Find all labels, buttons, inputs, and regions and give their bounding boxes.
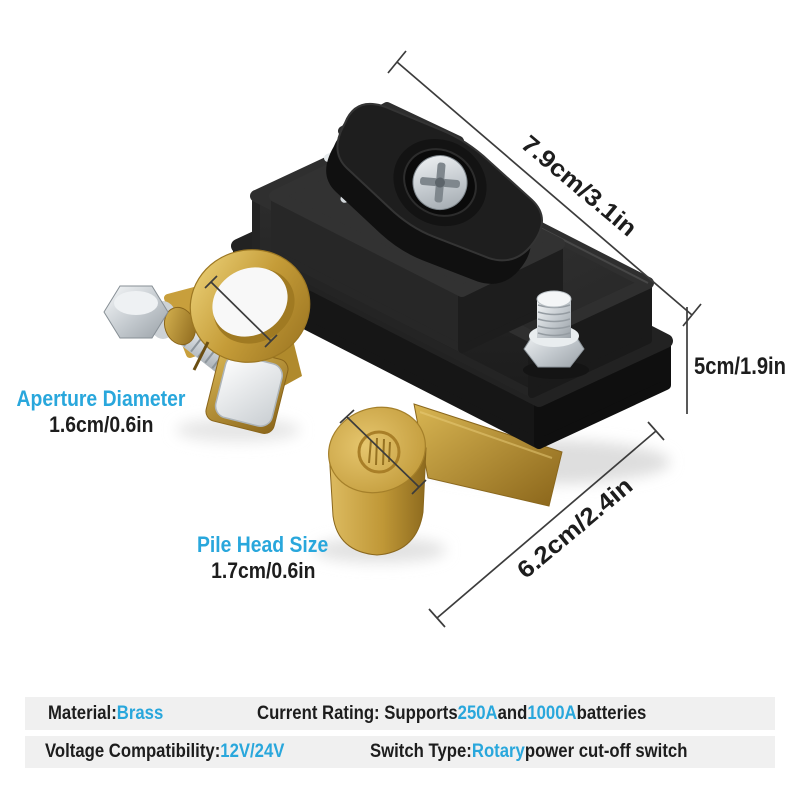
- chrome-stud: [523, 290, 589, 379]
- rotary-knob: [326, 102, 543, 284]
- pile-head-size-label: Pile Head Size: [197, 532, 329, 557]
- dimension-line-length: [387, 50, 702, 327]
- phillips-screw-icon: [412, 155, 468, 211]
- spec-bar-2: Voltage Compatibility: 12V/24V Switch Ty…: [25, 736, 775, 768]
- dimension-line-width: [428, 421, 665, 628]
- spec-material: Material: Brass: [48, 702, 164, 724]
- callout-aperture-diameter: Aperture Diameter 1.6cm/0.6in: [0, 386, 202, 438]
- pile-head-size-value: 1.7cm/0.6in: [210, 558, 316, 583]
- spec-switch-type: Switch Type: Rotary power cut-off switch: [370, 741, 688, 762]
- spec-bar-1: Material: Brass Current Rating: Supports…: [25, 697, 775, 730]
- dimension-line-aperture: [204, 275, 278, 348]
- aperture-diameter-value: 1.6cm/0.6in: [48, 412, 154, 437]
- callout-pile-head-size: Pile Head Size 1.7cm/0.6in: [162, 532, 364, 584]
- dimension-label-height: 5cm/1.9in: [694, 353, 786, 380]
- ring-aperture: [212, 267, 288, 337]
- clamp-hex-nut: [103, 285, 169, 339]
- dimension-line-pile-head: [339, 409, 427, 495]
- aperture-diameter-label: Aperture Diameter: [16, 386, 186, 411]
- brass-ring-terminal: [103, 249, 311, 434]
- pile-head-cylinder: [328, 406, 427, 556]
- dimension-lines: [204, 50, 702, 628]
- ring-slit: [192, 341, 210, 371]
- spec-voltage-compatibility: Voltage Compatibility: 12V/24V: [45, 741, 285, 762]
- spec-current-rating: Current Rating: Supports 250A and 1000A …: [257, 702, 647, 724]
- clamp-square-head: [205, 346, 289, 434]
- pile-head-emboss: [357, 430, 401, 474]
